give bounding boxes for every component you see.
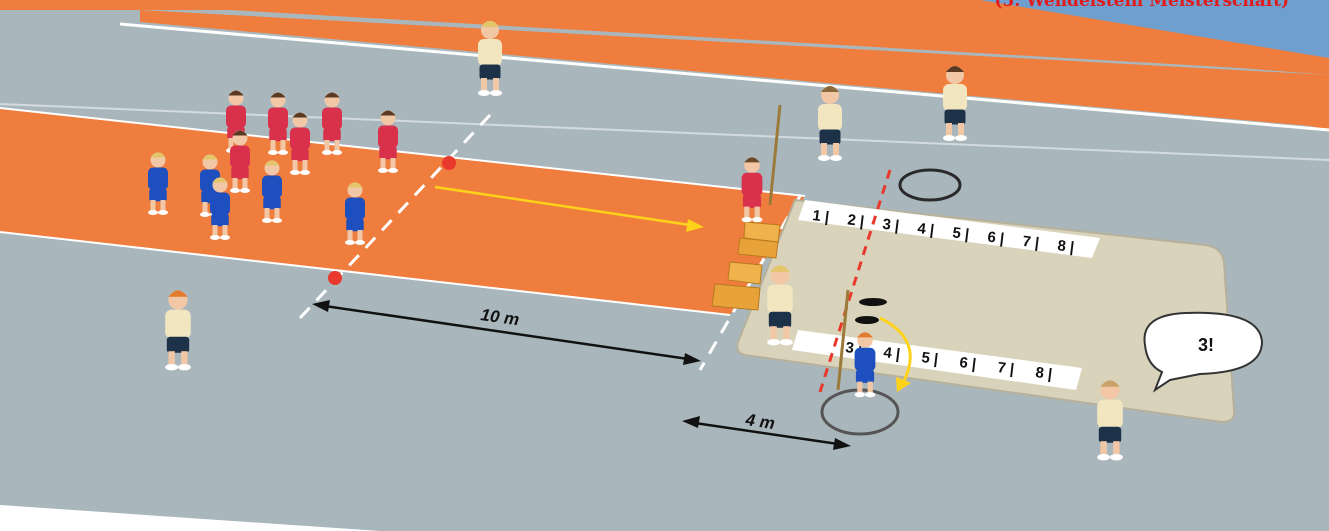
caption-title: (5. Wendelstein Meisterschaft) [994,0,1289,11]
start-cone-bottom [328,271,342,285]
bottom-ruler-number-5: 7 | [997,359,1016,378]
bottom-ruler-number-2: 4 | [883,344,902,363]
speech-bubble-text: 3! [1198,335,1214,355]
landing-mark-1 [859,298,887,306]
top-ruler-number-6: 6 | [987,229,1006,248]
top-ruler-number-7: 7 | [1022,233,1041,252]
top-ruler-number-4: 4 | [917,220,936,239]
bottom-ruler-number-3: 5 | [921,349,940,368]
top-ruler-number-3: 3 | [882,216,901,235]
top-ruler-number-1: 1 | [812,207,831,226]
start-cone-top [442,156,456,170]
top-ruler-number-2: 2 | [847,211,866,230]
bottom-ruler-number-6: 8 | [1035,364,1054,383]
top-ruler-number-8: 8 | [1057,237,1076,256]
top-ruler-number-5: 5 | [952,224,971,243]
bottom-ruler-number-4: 6 | [959,354,978,373]
landing-mark-2 [855,316,879,324]
